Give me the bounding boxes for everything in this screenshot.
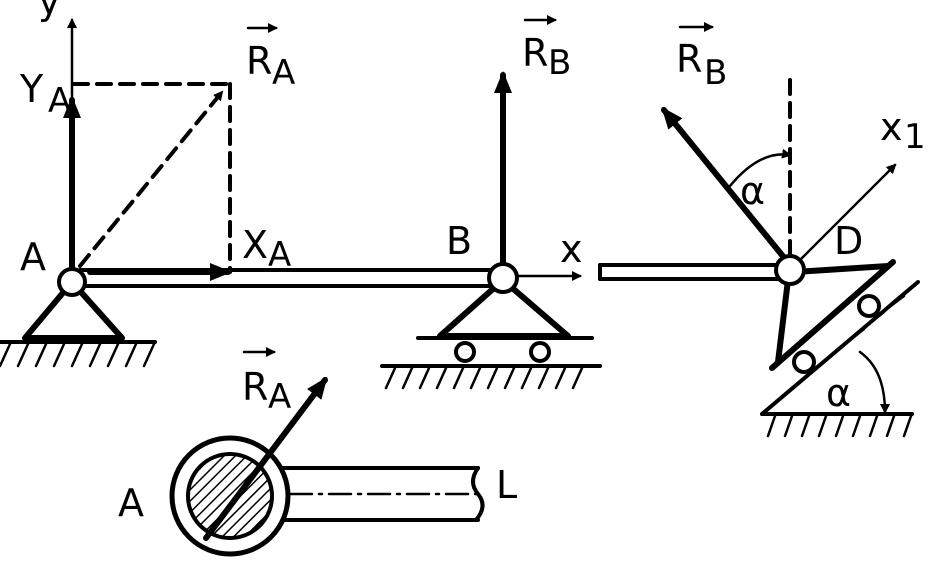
inclined-plate [769,259,896,374]
hinge-D [774,254,806,286]
label-R_A-pin: R [242,365,268,409]
hinge-B [487,262,519,294]
label-R_A: R [246,39,272,83]
label-x1-axis-sub: 1 [904,117,926,157]
label-A-pin: A [118,481,144,525]
label-A: A [20,235,46,279]
pin-detail [169,376,485,557]
label-alpha-bottom: α [826,371,851,415]
vector-overbars [242,15,714,357]
label-D: D [834,219,863,263]
label-R_B-inclined-sub: B [704,53,727,93]
label-x1-axis: x [880,105,903,149]
angle-alpha-top-arc [728,148,792,188]
label-B: B [446,219,472,263]
support-D-links [775,263,891,365]
label-R_A-sub: A [272,53,295,93]
support-B [380,277,602,390]
label-L: L [496,463,517,507]
label-X_A: X [242,223,268,267]
label-X_A-sub: A [268,235,291,275]
label-Y_A: Y [19,67,44,111]
label-y-axis: y [38,0,61,23]
label-R_A-pin-sub: A [268,377,291,417]
x1-axis [798,163,897,262]
label-alpha-top: α [740,169,765,213]
force-R_B-inclined-arrow [661,106,789,263]
label-R_B-sub: B [548,43,571,83]
beam-end-right [598,263,782,281]
label-R_B: R [522,31,548,75]
support-A [0,279,157,368]
hinge-A [57,267,87,297]
label-Y_A-sub: A [48,81,71,121]
label-x-axis: x [560,227,583,271]
inclined-ground [760,280,920,438]
R_A-dashed-construction [72,82,232,274]
label-R_B-inclined: R [676,37,702,81]
